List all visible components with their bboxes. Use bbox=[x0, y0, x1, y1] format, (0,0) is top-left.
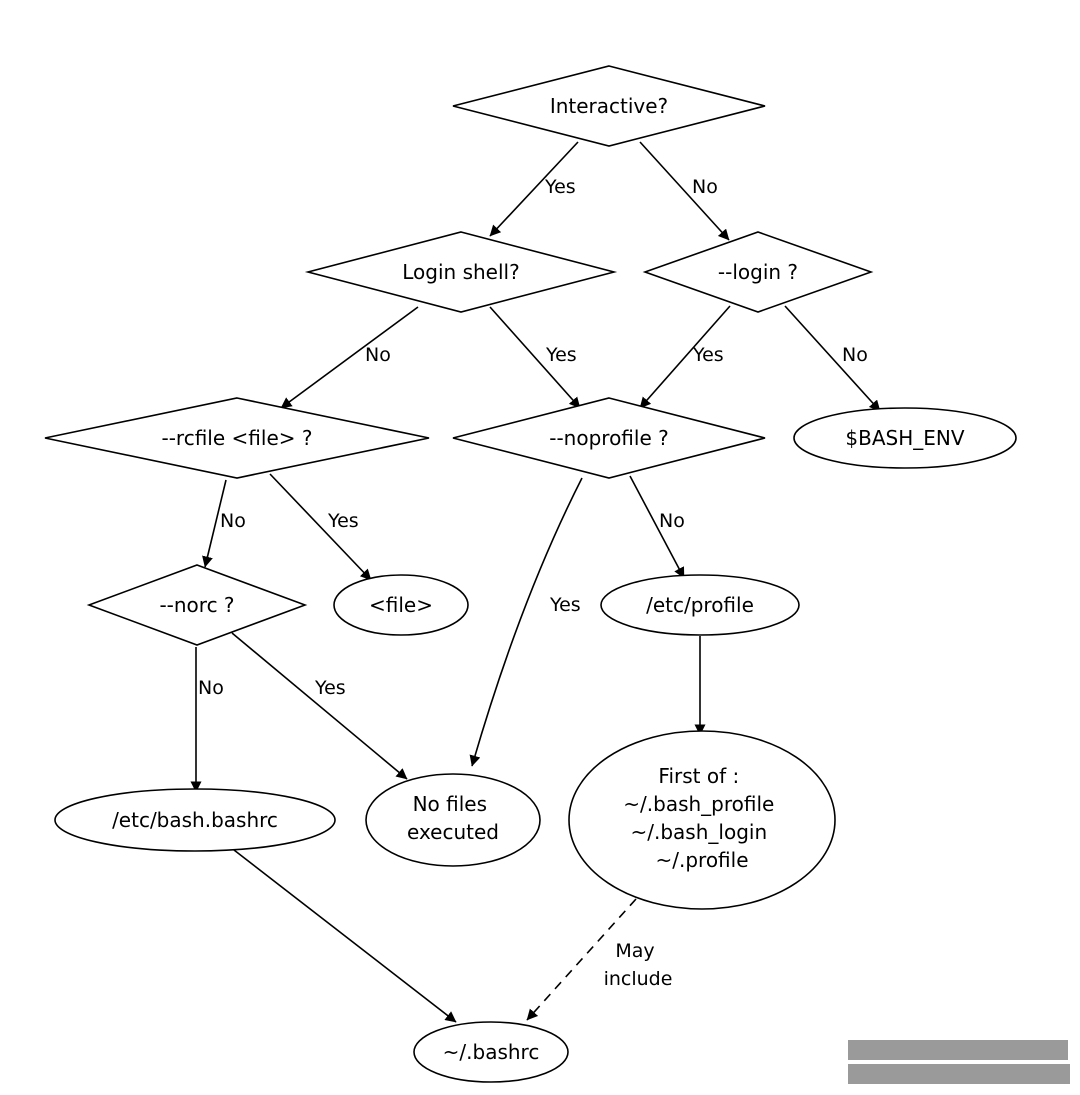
decision-diamond bbox=[44, 397, 430, 479]
node-first-of-label: First of : ~/.bash_profile ~/.bash_login… bbox=[623, 764, 780, 872]
watermark-bar-top bbox=[848, 1040, 1068, 1060]
decision-diamond bbox=[642, 231, 874, 313]
node-first-of-line-1: First of : bbox=[658, 764, 739, 788]
edge-interactive-yes bbox=[489, 141, 579, 237]
decision-diamond bbox=[304, 231, 618, 313]
terminal-ellipse bbox=[413, 1021, 569, 1083]
node-login-flag: --login ? bbox=[642, 231, 874, 313]
label-interactive-yes: Yes bbox=[544, 176, 576, 198]
label-rcfile-no: No bbox=[220, 510, 246, 532]
label-may-include: May include bbox=[604, 940, 673, 990]
node-norc-label: --norc ? bbox=[159, 593, 234, 617]
node-etc-profile-label: /etc/profile bbox=[646, 593, 754, 617]
node-login-shell: Login shell? bbox=[304, 231, 618, 313]
decision-diamond bbox=[86, 564, 308, 646]
edge-may-include bbox=[526, 898, 637, 1021]
node-noprofile: --noprofile ? bbox=[452, 397, 766, 479]
edge-login-flag-yes bbox=[639, 305, 731, 409]
node-no-files: No files executed bbox=[365, 773, 541, 867]
node-first-of-line-3: ~/.bash_login bbox=[631, 820, 768, 844]
node-rcfile: --rcfile <file> ? bbox=[44, 397, 430, 479]
node-bash-env: $BASH_ENV bbox=[793, 407, 1017, 469]
label-rcfile-yes: Yes bbox=[327, 510, 359, 532]
watermark bbox=[848, 1040, 1070, 1084]
edge-rcfile-yes bbox=[269, 473, 372, 581]
terminal-ellipse bbox=[568, 730, 836, 910]
edge-login-shell-no bbox=[280, 306, 419, 409]
node-file-label: <file> bbox=[369, 593, 433, 617]
edge-login-shell-yes bbox=[489, 306, 581, 409]
label-noprofile-no: No bbox=[659, 510, 685, 532]
node-bashrc: ~/.bashrc bbox=[413, 1021, 569, 1083]
label-login-flag-yes: Yes bbox=[692, 344, 724, 366]
node-first-of-line-4: ~/.profile bbox=[655, 848, 748, 872]
decision-diamond bbox=[452, 397, 766, 479]
edge-labels: Yes No No Yes Yes No No Yes Yes No No Ye… bbox=[198, 176, 868, 990]
label-norc-no: No bbox=[198, 677, 224, 699]
node-no-files-line-2: executed bbox=[407, 820, 499, 844]
watermark-bar-bottom bbox=[848, 1064, 1070, 1084]
node-rcfile-label: --rcfile <file> ? bbox=[162, 426, 313, 450]
node-interactive-label: Interactive? bbox=[550, 94, 668, 118]
node-norc: --norc ? bbox=[86, 564, 308, 646]
node-login-flag-label: --login ? bbox=[718, 260, 798, 284]
terminal-ellipse bbox=[365, 773, 541, 867]
terminal-ellipse bbox=[333, 574, 469, 636]
edge-noprofile-yes bbox=[469, 477, 583, 767]
node-bashrc-label: ~/.bashrc bbox=[443, 1040, 540, 1064]
edges bbox=[190, 141, 881, 1023]
terminal-ellipse bbox=[54, 788, 336, 852]
nodes: Interactive? Login shell? --login ? --rc… bbox=[44, 65, 1017, 1083]
edge-etc-bashrc-to-bashrc bbox=[233, 849, 457, 1023]
edge-rcfile-no bbox=[202, 479, 227, 568]
edge-norc-yes bbox=[231, 632, 408, 780]
edge-login-flag-no bbox=[784, 305, 881, 412]
node-first-of: First of : ~/.bash_profile ~/.bash_login… bbox=[568, 730, 836, 910]
label-may-include-line-2: include bbox=[604, 968, 673, 990]
node-first-of-line-2: ~/.bash_profile bbox=[623, 792, 774, 816]
label-login-flag-no: No bbox=[842, 344, 868, 366]
label-interactive-no: No bbox=[692, 176, 718, 198]
node-login-shell-label: Login shell? bbox=[402, 260, 519, 284]
label-noprofile-yes: Yes bbox=[549, 594, 581, 616]
label-norc-yes: Yes bbox=[314, 677, 346, 699]
edge-noprofile-no bbox=[629, 475, 685, 579]
node-interactive: Interactive? bbox=[452, 65, 766, 147]
terminal-ellipse bbox=[793, 407, 1017, 469]
label-login-shell-yes: Yes bbox=[545, 344, 577, 366]
node-noprofile-label: --noprofile ? bbox=[549, 426, 669, 450]
node-bash-env-label: $BASH_ENV bbox=[845, 426, 964, 450]
node-file: <file> bbox=[333, 574, 469, 636]
decision-diamond bbox=[452, 65, 766, 147]
terminal-ellipse bbox=[600, 574, 800, 636]
node-etc-profile: /etc/profile bbox=[600, 574, 800, 636]
node-etc-bashrc: /etc/bash.bashrc bbox=[54, 788, 336, 852]
label-login-shell-no: No bbox=[365, 344, 391, 366]
node-no-files-label: No files executed bbox=[407, 792, 499, 844]
node-no-files-line-1: No files bbox=[413, 792, 487, 816]
label-may-include-line-1: May bbox=[615, 940, 654, 962]
node-etc-bashrc-label: /etc/bash.bashrc bbox=[112, 808, 278, 832]
edge-interactive-no bbox=[639, 141, 730, 241]
